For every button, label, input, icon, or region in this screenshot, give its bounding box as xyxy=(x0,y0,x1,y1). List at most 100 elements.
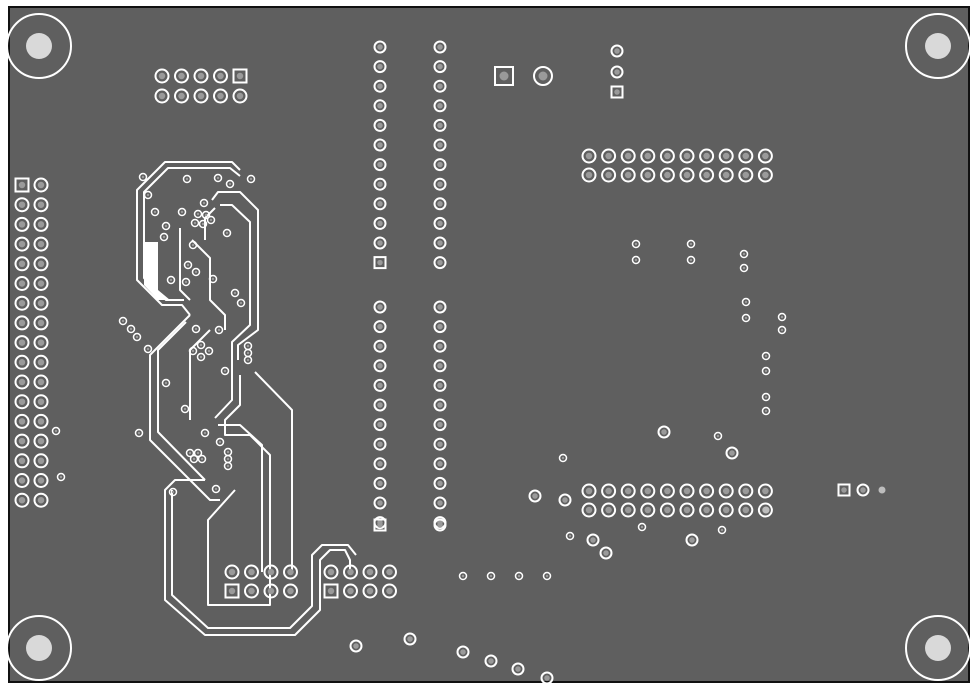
via xyxy=(243,355,253,365)
header-pin xyxy=(640,483,656,499)
header-pin xyxy=(14,177,30,193)
test-pad xyxy=(484,654,498,668)
header-pin xyxy=(433,359,447,373)
header-pin xyxy=(610,65,624,79)
trace xyxy=(207,375,271,606)
header-pin xyxy=(174,68,189,84)
header-pin xyxy=(14,453,30,469)
via xyxy=(686,255,696,265)
via xyxy=(214,325,224,335)
header-pin xyxy=(433,339,447,353)
header-pin xyxy=(33,177,49,193)
mounting-holes xyxy=(6,13,971,681)
via xyxy=(198,219,208,229)
header-pin xyxy=(679,502,695,518)
via xyxy=(514,571,524,581)
header-pin xyxy=(373,99,387,113)
header-pin xyxy=(373,158,387,172)
via xyxy=(215,437,225,447)
via xyxy=(159,232,169,242)
header-pin xyxy=(856,483,870,497)
via xyxy=(213,173,223,183)
test-pad xyxy=(511,662,525,676)
via xyxy=(51,426,61,436)
header-pin xyxy=(33,335,49,351)
header-pin xyxy=(659,483,675,499)
via xyxy=(118,316,128,326)
via xyxy=(631,255,641,265)
header-pin xyxy=(581,483,597,499)
via xyxy=(713,431,723,441)
header-pin xyxy=(362,583,378,599)
header-pin xyxy=(33,413,49,429)
header-pin xyxy=(433,79,447,93)
header-pin xyxy=(373,256,387,270)
header-pin xyxy=(213,68,228,84)
header-pin xyxy=(14,335,30,351)
header-pin xyxy=(433,118,447,132)
header-pin xyxy=(14,295,30,311)
via xyxy=(196,340,206,350)
header-pin xyxy=(620,483,636,499)
header-pin xyxy=(699,502,715,518)
trace xyxy=(171,490,357,629)
header-pin xyxy=(362,564,378,580)
mounting-hole xyxy=(6,13,72,79)
trace xyxy=(164,479,351,636)
header-pin xyxy=(263,564,279,580)
header-pin xyxy=(433,518,447,532)
header-pin xyxy=(373,320,387,334)
header-pin xyxy=(679,167,695,183)
header-pin xyxy=(373,40,387,54)
via xyxy=(196,352,206,362)
via xyxy=(161,221,171,231)
header-pin xyxy=(373,138,387,152)
header-pin xyxy=(601,502,617,518)
header-pin xyxy=(14,315,30,331)
via xyxy=(188,346,198,356)
header-pin xyxy=(14,197,30,213)
via xyxy=(177,207,187,217)
pads xyxy=(14,40,886,685)
header-pin xyxy=(283,564,298,580)
copper-pour xyxy=(144,242,170,300)
via xyxy=(741,313,751,323)
header-pin xyxy=(601,483,617,499)
via xyxy=(197,454,207,464)
header-pin xyxy=(433,197,447,211)
mounting-hole xyxy=(6,615,72,681)
test-pad xyxy=(685,533,699,547)
via xyxy=(188,240,198,250)
header-pin xyxy=(373,216,387,230)
header-pin xyxy=(193,88,209,104)
header-pin xyxy=(33,216,49,232)
trace xyxy=(149,314,220,501)
header-pin xyxy=(224,564,240,580)
via xyxy=(211,484,221,494)
header-pin xyxy=(33,354,49,370)
header-pin xyxy=(373,79,387,93)
via xyxy=(150,207,160,217)
header-pin xyxy=(757,483,773,499)
via xyxy=(185,448,195,458)
header-pin xyxy=(373,496,387,510)
test-pad xyxy=(599,546,613,560)
header-pin xyxy=(14,492,30,508)
header-pin xyxy=(373,476,387,490)
trace xyxy=(136,161,241,316)
header-pin xyxy=(659,502,675,518)
header-pin xyxy=(14,354,30,370)
header-pin xyxy=(373,398,387,412)
trace xyxy=(214,204,251,419)
via xyxy=(183,260,193,270)
via xyxy=(208,274,218,284)
header-pin xyxy=(283,583,298,599)
test-pad xyxy=(403,632,417,646)
via xyxy=(777,325,787,335)
header-pin xyxy=(581,167,597,183)
header-pin xyxy=(433,496,447,510)
header-pin xyxy=(640,167,656,183)
via xyxy=(220,366,230,376)
header-pin xyxy=(14,374,30,390)
trace xyxy=(179,228,191,301)
